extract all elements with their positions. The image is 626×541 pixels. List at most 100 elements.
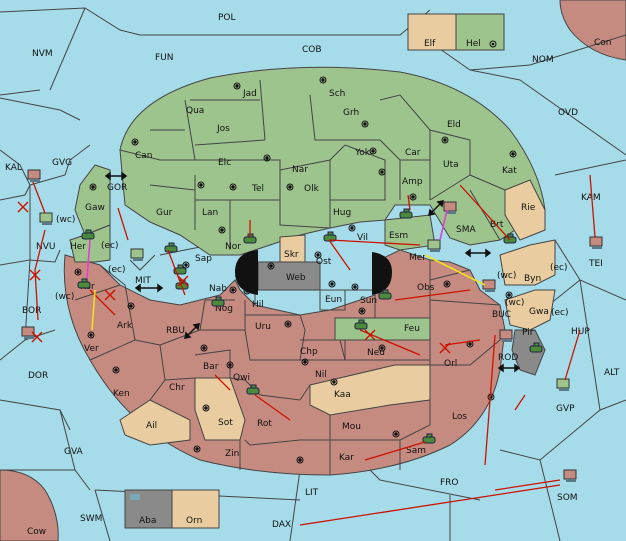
inset-label-hel: Hel: [466, 39, 481, 49]
land-lan: Lan: [202, 208, 218, 218]
land-ost: Ost: [316, 257, 332, 267]
order-arrow: [328, 239, 351, 271]
coast-tag-wc-kor: (wc): [55, 292, 74, 302]
land-can: Can: [135, 151, 153, 161]
sea-hup: HUP: [571, 327, 590, 337]
region-cow[interactable]: [0, 469, 59, 541]
fleet-icon: [427, 239, 441, 252]
sc-nar: [263, 154, 271, 162]
order-arrow: [514, 394, 526, 411]
sc-neu: [378, 344, 386, 352]
land-cow: Cow: [27, 527, 46, 537]
fleets[interactable]: [21, 169, 603, 482]
land-uru: Uru: [255, 322, 271, 332]
land-hug: Hug: [333, 208, 351, 218]
sc-gwa: [505, 291, 513, 299]
sea-kal: KAL: [5, 163, 22, 173]
fleet-icon: [21, 326, 35, 339]
land-ken: Ken: [113, 389, 130, 399]
sea-som: SOM: [557, 493, 578, 503]
passage-rbu-icon: [184, 323, 200, 339]
strait-west: [235, 250, 258, 295]
region-con[interactable]: [559, 0, 626, 61]
land-yok: Yok: [354, 148, 371, 158]
sc-chp: [301, 358, 309, 366]
support-line: [91, 289, 96, 331]
sc-web: [267, 262, 275, 270]
land-ver: Ver: [84, 344, 99, 354]
sc-ken: [112, 366, 120, 374]
land-olk: Olk: [304, 184, 320, 194]
region-esm[interactable]: [384, 214, 436, 251]
support-lines: [91, 254, 486, 331]
sc-sch: [319, 76, 327, 84]
army-icon: [77, 278, 91, 289]
army-icon: [399, 208, 413, 219]
passage-east-icon: [464, 248, 492, 258]
land-los: Los: [452, 412, 467, 422]
land-nil: Nil: [315, 370, 327, 380]
region-byn[interactable]: [499, 239, 556, 286]
region-kaa[interactable]: [309, 364, 431, 416]
land-sun: Sun: [360, 296, 377, 306]
sc-tel: [229, 183, 237, 191]
sea-fun: FUN: [155, 53, 174, 63]
land-sch: Sch: [329, 89, 345, 99]
coast-tag-ec-her: (ec): [101, 241, 119, 251]
coast-tag-ec-kor: (ec): [108, 265, 126, 275]
land-uta: Uta: [443, 160, 459, 170]
region-rie[interactable]: [504, 179, 546, 241]
sc-obs: [443, 280, 451, 288]
land-car: Car: [405, 148, 421, 158]
region-pir[interactable]: [511, 329, 546, 376]
land-bar: Bar: [203, 362, 219, 372]
sea-rbu: RBU: [166, 326, 185, 336]
fleet-icon: [27, 169, 41, 182]
land-sot: Sot: [218, 418, 233, 428]
sc-kor: [74, 268, 82, 276]
sc-gaw: [89, 183, 97, 191]
sc-nog: [229, 286, 237, 294]
land-grh: Grh: [343, 108, 359, 118]
land-vil: Vil: [357, 233, 368, 243]
passage-markers: [104, 171, 521, 373]
fleet-icon: [39, 212, 53, 225]
army-icon: [211, 296, 225, 307]
land-her: Her: [70, 242, 86, 252]
sea-alt: ALT: [604, 368, 620, 378]
cancel-x-icon: [17, 201, 29, 213]
land-sap: Sap: [195, 254, 212, 264]
fleet-icon: [589, 236, 603, 249]
coast-tag-wc-byn: (wc): [497, 271, 516, 281]
land-rie: Rie: [521, 203, 536, 213]
sc-jad: [233, 82, 241, 90]
sea-nvm: NVM: [32, 49, 53, 59]
land-kat: Kat: [502, 166, 517, 176]
convoy-line: [439, 209, 448, 241]
land-eld: Eld: [447, 120, 461, 130]
cancel-x-icon: [364, 329, 376, 341]
order-arrow: [34, 229, 46, 321]
supply-centers: [74, 76, 517, 464]
cancel-marks: [17, 201, 451, 354]
fleet-icon: [556, 378, 570, 391]
armies[interactable]: [77, 208, 543, 444]
land-eun: Eun: [325, 295, 342, 305]
sea-swm: SWM: [80, 514, 102, 524]
island-north: [119, 66, 546, 256]
passage-gor-icon: [104, 171, 128, 181]
land-jad: Jad: [242, 89, 257, 99]
army-icon: [81, 229, 95, 240]
region-gwa[interactable]: [504, 289, 556, 331]
cancel-x-icon: [29, 269, 41, 281]
sc-qwi: [226, 361, 234, 369]
order-arrow: [394, 289, 471, 301]
sc-grh: [361, 120, 369, 128]
inset-label-aba: Aba: [139, 516, 156, 526]
sea-labels: POL NVM FUN COB NOM OVD KAL GVG KAM TEI …: [5, 13, 620, 530]
order-arrow: [589, 174, 596, 238]
coast-tag-wc-nvu: (wc): [56, 215, 75, 225]
coast-tag-ec-gwa: (ec): [551, 308, 569, 318]
order-arrow: [299, 484, 561, 526]
coast-tag-wc-gwa: (wc): [505, 298, 524, 308]
